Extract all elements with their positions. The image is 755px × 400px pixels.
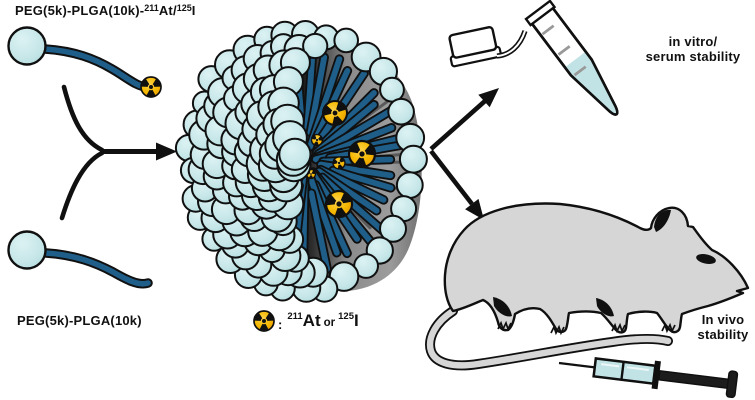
label-line: serum stability xyxy=(645,49,741,64)
isotope-superscript: 125 xyxy=(338,310,354,322)
caption-text: I xyxy=(191,3,196,18)
plain-copolymer-illustration xyxy=(7,230,153,289)
syringe-plunger xyxy=(657,370,731,390)
mouse-illustration xyxy=(425,202,750,371)
mouse-eye xyxy=(696,254,716,264)
radiation-trefoil-icon xyxy=(253,310,275,332)
microcentrifuge-tube-illustration xyxy=(448,0,619,116)
labeled-copolymer-illustration xyxy=(7,26,162,98)
mouse-ear xyxy=(654,209,671,232)
syringe-flange xyxy=(651,360,661,390)
legend-colon: : xyxy=(278,316,283,332)
isotope-superscript: 125 xyxy=(176,2,192,13)
in-vitro-label: in vitro/ serum stability xyxy=(638,34,748,64)
branch-arrow-up xyxy=(429,88,499,151)
tube-graduation-ticks xyxy=(541,24,587,77)
legend-or: or xyxy=(323,317,336,329)
isotope-superscript: 211 xyxy=(287,310,303,322)
syringe-illustration xyxy=(558,357,739,399)
caption-text: PEG(5k)-PLGA(10k) xyxy=(17,313,142,328)
tube-liquid xyxy=(565,52,617,114)
labeled-polymer-caption: PEG(5k)-PLGA(10k)-211At/125I xyxy=(15,2,196,19)
radiation-trefoil-icon xyxy=(321,99,349,127)
syringe-needle xyxy=(558,361,595,369)
radiation-trefoil-icon xyxy=(324,189,354,219)
branch-arrow-down xyxy=(429,149,484,220)
isotope-superscript: 211 xyxy=(144,2,159,13)
label-line: in vitro/ xyxy=(668,34,718,49)
in-vivo-label: In vivo stability xyxy=(692,312,754,342)
caption-text: At/ xyxy=(158,3,177,18)
peg-corona-spheres xyxy=(174,20,428,303)
merge-arrow xyxy=(59,84,177,221)
radiation-trefoil-icon xyxy=(332,156,346,170)
legend-isotope-b: I xyxy=(353,311,359,330)
radiation-trefoil-icon xyxy=(310,133,324,147)
peg-head-circle xyxy=(7,26,47,66)
radiation-trefoil-icon xyxy=(140,76,162,98)
radiation-trefoil-icon xyxy=(347,139,377,169)
tube-cap xyxy=(448,26,502,68)
radiation-trefoil-icon xyxy=(253,310,275,332)
syringe-plunger-handle xyxy=(725,370,739,399)
mouse-toes xyxy=(497,320,676,336)
plain-polymer-caption: PEG(5k)-PLGA(10k) xyxy=(17,313,142,328)
peg-head-circle xyxy=(7,230,47,270)
radiation-trefoil-icon xyxy=(140,76,162,98)
encapsulated-radionuclides xyxy=(305,99,377,219)
micelle-cross-section-illustration xyxy=(174,20,428,303)
mouse-leg-markings xyxy=(493,297,614,317)
tube-rim xyxy=(524,0,557,27)
label-line: In vivo xyxy=(701,312,745,327)
caption-text: PEG(5k)-PLGA(10k)- xyxy=(15,3,145,18)
legend-row: : 211 At or 125 I xyxy=(252,309,359,333)
legend-isotope-a: At xyxy=(302,311,321,330)
label-line: stability xyxy=(697,327,749,342)
